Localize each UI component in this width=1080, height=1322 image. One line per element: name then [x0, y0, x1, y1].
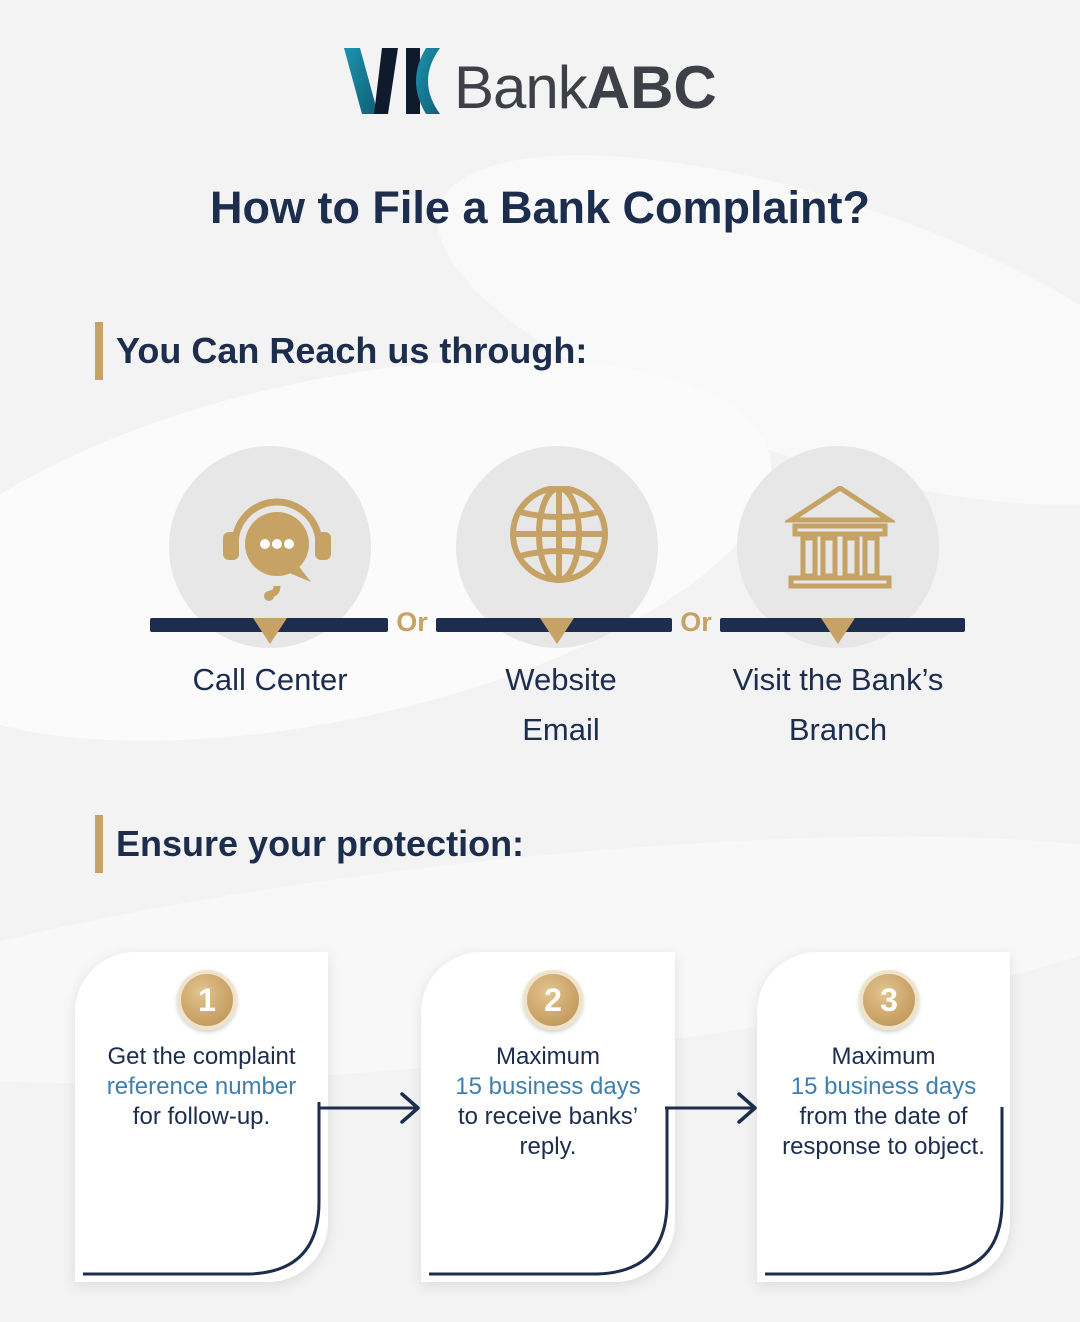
channel-label-branch: Visit the Bank’s Branch	[732, 662, 944, 747]
bank-logo: BankABC	[340, 42, 740, 122]
page-title: How to File a Bank Complaint?	[209, 182, 871, 233]
headset-chat-icon	[223, 498, 331, 601]
bank-building-icon	[785, 486, 895, 589]
pointer-triangle-3	[821, 618, 855, 644]
step-card-1: 1 Get the complaint reference number for…	[75, 952, 328, 1282]
or-separator-1: Or	[396, 607, 428, 637]
arrow-right-icon	[318, 1092, 420, 1124]
step-number-badge: 3	[859, 970, 919, 1030]
card-curve-decoration	[429, 1107, 669, 1276]
arrow-right-icon	[665, 1092, 757, 1124]
call-center-circle	[169, 446, 371, 648]
gold-accent-bar	[95, 815, 103, 873]
channels-timeline: Or Or	[150, 607, 965, 644]
bank-name-bold: ABC	[586, 54, 717, 121]
section-heading-reach: You Can Reach us through:	[95, 322, 587, 380]
step-text: Maximum 15 business days from the date o…	[782, 1043, 985, 1160]
website-circle	[456, 446, 658, 648]
step-text: Maximum 15 business days to receive bank…	[455, 1043, 641, 1160]
pointer-triangle-2	[540, 618, 574, 644]
globe-icon	[510, 486, 608, 583]
reach-heading-text: You Can Reach us through:	[116, 330, 588, 371]
protection-heading-text: Ensure your protection:	[116, 823, 525, 864]
card-curve-decoration	[83, 1102, 321, 1276]
step-number-badge: 2	[523, 970, 583, 1030]
step-card-2: 2 Maximum 15 business days to receive ba…	[421, 952, 675, 1282]
section-heading-protection: Ensure your protection:	[95, 815, 524, 873]
step-number-badge: 1	[177, 970, 237, 1030]
bank-abc-logo-mark-icon	[344, 48, 440, 114]
branch-circle	[737, 446, 939, 648]
bank-name-light: Bank	[454, 54, 588, 121]
or-separator-2: Or	[680, 607, 712, 637]
step-card-3: 3 Maximum 15 business days from the date…	[757, 952, 1010, 1282]
bank-name: BankABC	[454, 48, 717, 128]
channel-label-call-center: Call Center	[192, 662, 348, 697]
pointer-triangle-1	[253, 618, 287, 644]
step-text: Get the complaint reference number for f…	[106, 1043, 297, 1130]
channel-label-website-email: Website Email	[505, 662, 617, 747]
card-curve-decoration	[765, 1107, 1004, 1276]
gold-accent-bar	[95, 322, 103, 380]
